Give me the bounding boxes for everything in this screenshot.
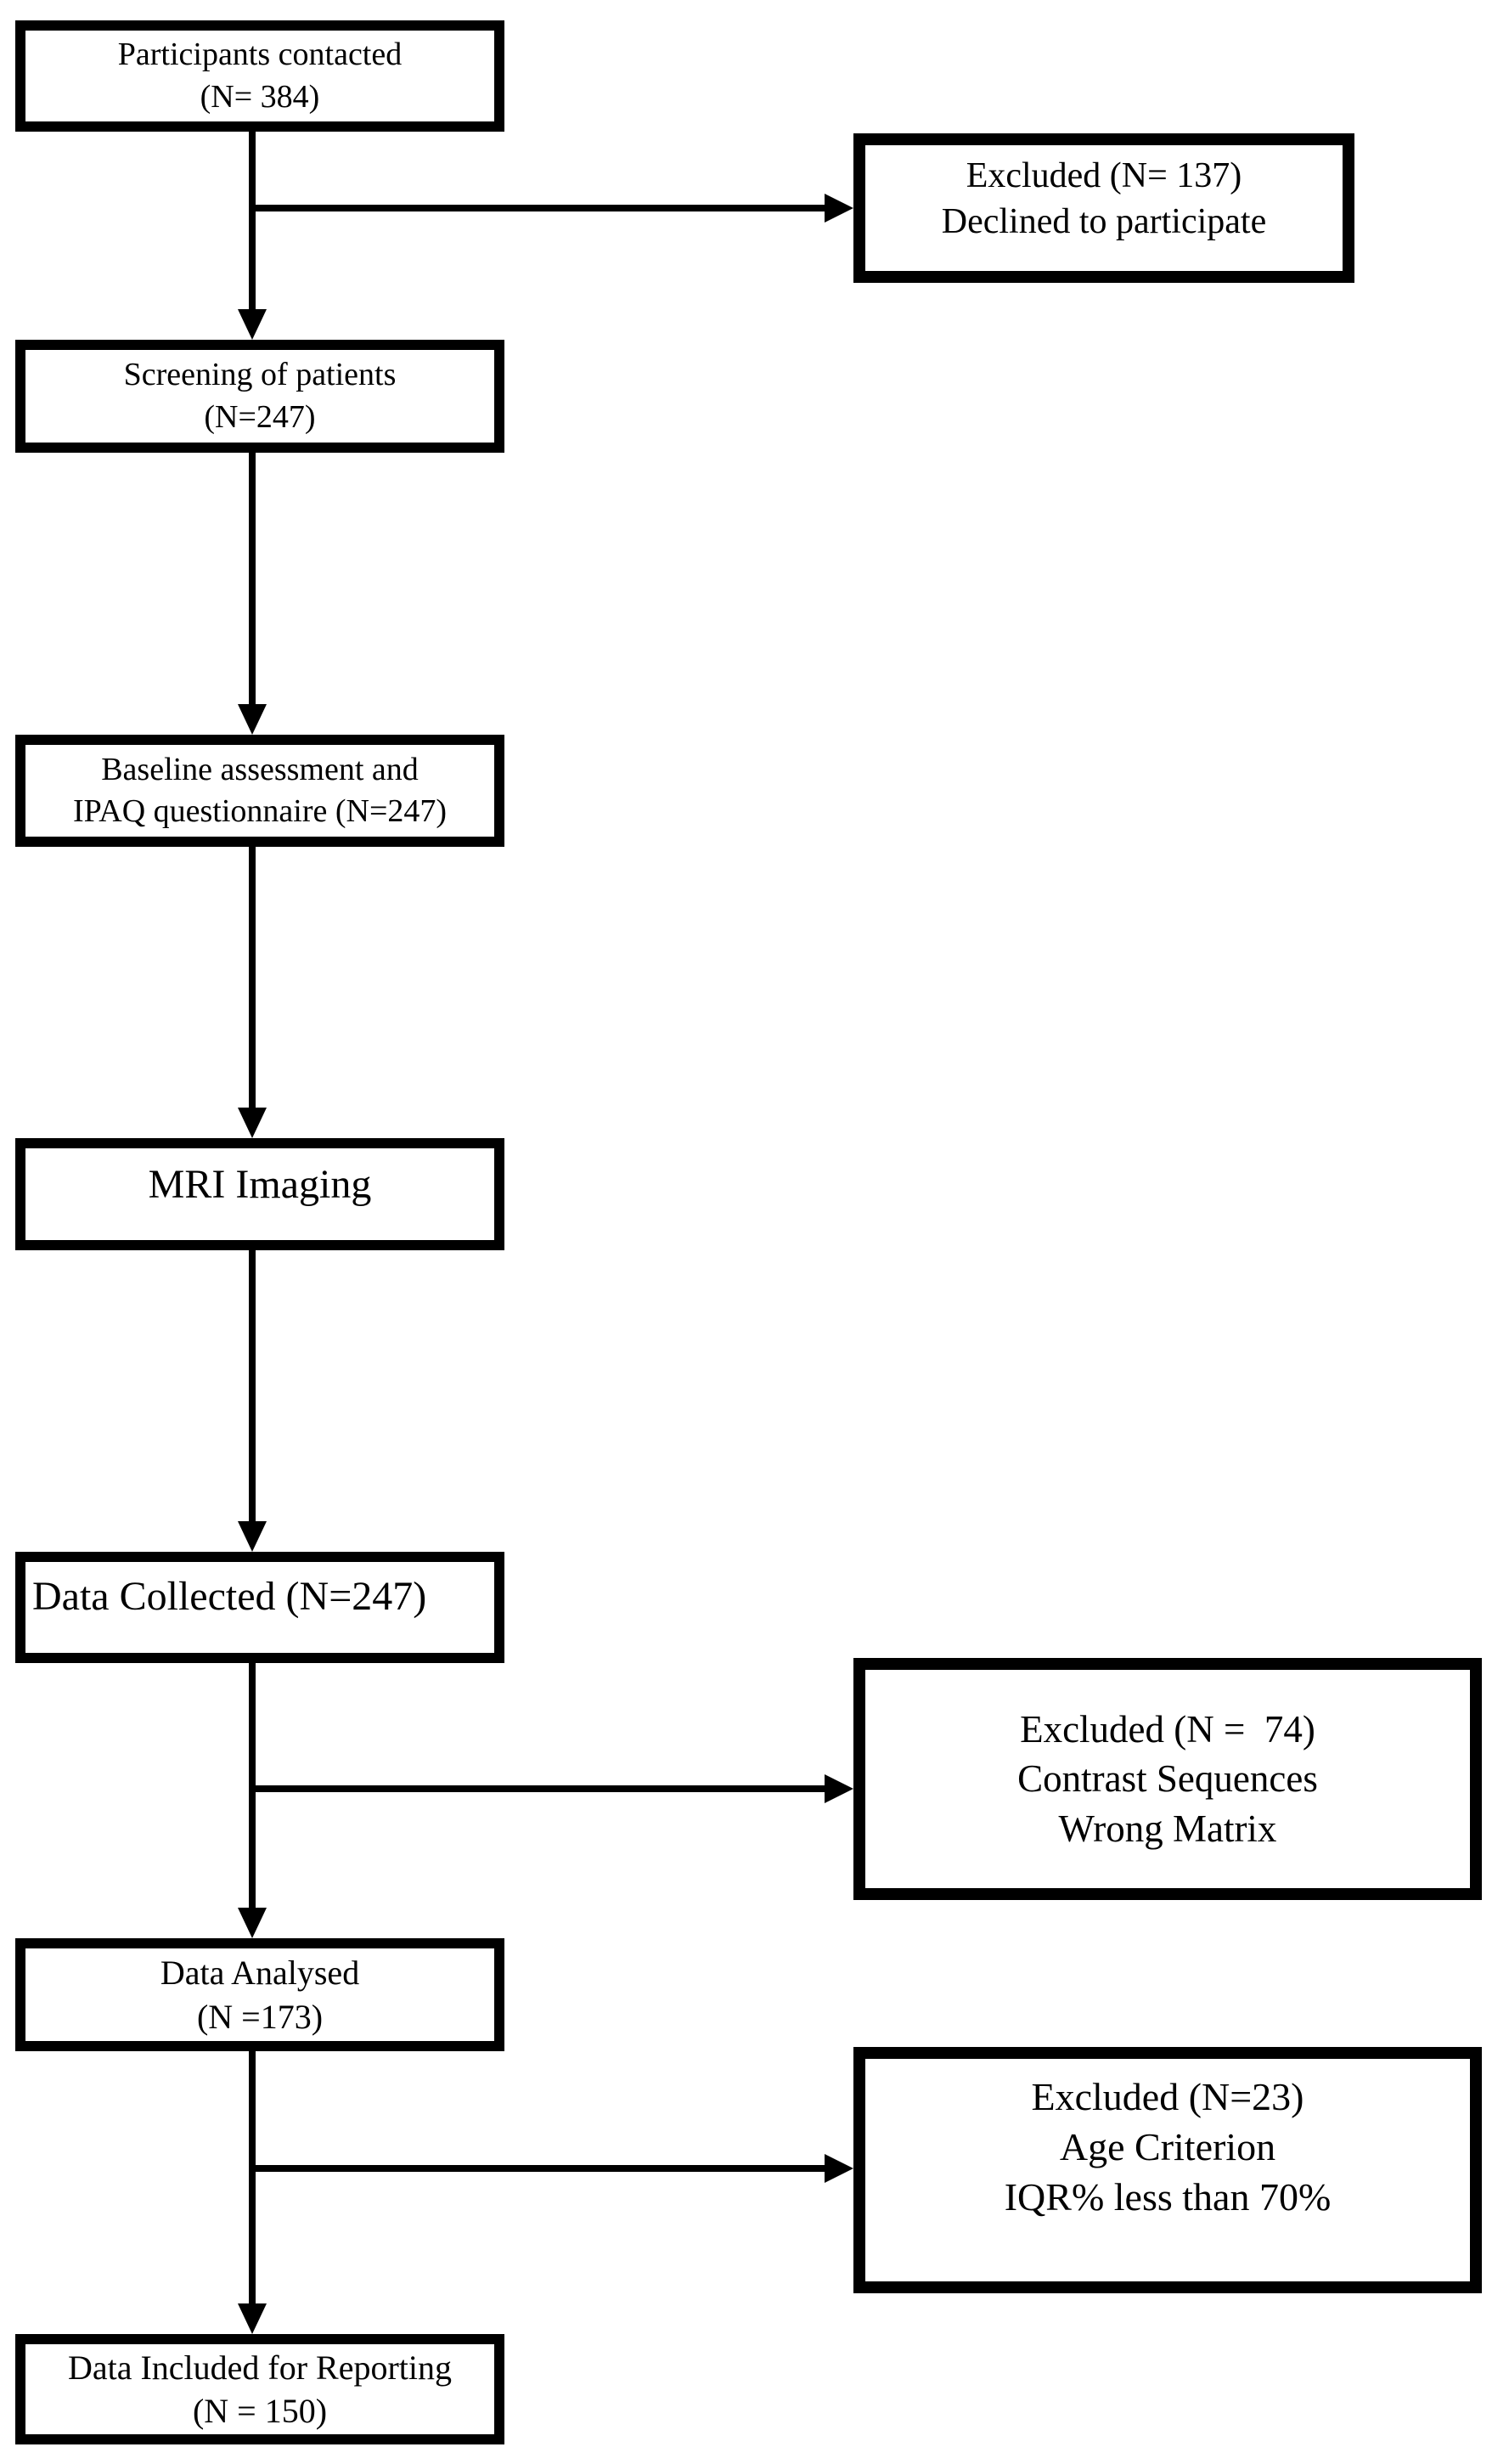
node-text-line: Participants contacted [117,37,403,73]
node-data-collected: Data Collected (N=247) [15,1552,504,1663]
node-excluded-contrast-sequences: Excluded (N = 74) Contrast Sequences Wro… [853,1658,1482,1900]
connector-line-screening-to-baseline [249,448,256,708]
node-text-line: Data Included for Reporting [67,2348,453,2387]
node-baseline-assessment: Baseline assessment and IPAQ questionnai… [15,735,504,847]
node-data-analysed: Data Analysed (N =173) [15,1938,504,2051]
arrow-down-icon [238,1108,267,1138]
node-text-line: Excluded (N = 74) [1020,1707,1315,1751]
node-screening-of-patients: Screening of patients (N=247) [15,340,504,453]
connector-line-analysed-to-included [249,2047,256,2307]
node-text-line: (N = 150) [192,2392,328,2430]
node-text-line: Wrong Matrix [1058,1807,1277,1850]
node-text-line: (N=247) [204,398,316,435]
node-text-line: Contrast Sequences [1017,1757,1318,1801]
node-text-line: MRI Imaging [148,1162,372,1207]
node-text-line: IQR% less than 70% [1004,2174,1332,2219]
node-text-line: Excluded (N= 137) [966,156,1242,195]
arrow-right-icon [825,1774,853,1803]
arrow-down-icon [238,1521,267,1552]
arrow-down-icon [238,309,267,340]
arrow-down-icon [238,1908,267,1938]
connector-line-baseline-to-mri [249,843,256,1111]
node-text-line: Data Analysed [160,1954,360,1993]
connector-line-participants-to-screening [249,127,256,313]
node-excluded-age-criterion: Excluded (N=23) Age Criterion IQR% less … [853,2047,1482,2293]
node-text-line: Screening of patients [123,357,397,393]
node-excluded-declined: Excluded (N= 137) Declined to participat… [853,133,1354,283]
node-text-line: Declined to participate [941,201,1267,241]
node-text-line: Data Collected (N=247) [32,1574,427,1619]
node-text-line: IPAQ questionnaire (N=247) [72,793,448,829]
arrow-right-icon [825,194,853,223]
connector-line-collected-to-analysed [249,1659,256,1911]
node-mri-imaging: MRI Imaging [15,1138,504,1250]
connector-line-mri-to-collected [249,1246,256,1525]
branch-line-to-excluded-declined [252,205,826,211]
node-text-line: (N =173) [196,1997,324,2036]
arrow-down-icon [238,2303,267,2334]
node-participants-contacted: Participants contacted (N= 384) [15,20,504,132]
node-text-line: (N= 384) [200,78,320,115]
node-data-included-for-reporting: Data Included for Reporting (N = 150) [15,2334,504,2444]
branch-line-to-excluded-contrast [252,1785,826,1792]
arrow-right-icon [825,2154,853,2183]
arrow-down-icon [238,704,267,735]
node-text-line: Age Criterion [1059,2124,1276,2168]
node-text-line: Excluded (N=23) [1031,2075,1304,2118]
branch-line-to-excluded-age [252,2165,826,2172]
node-text-line: Baseline assessment and [101,751,419,787]
